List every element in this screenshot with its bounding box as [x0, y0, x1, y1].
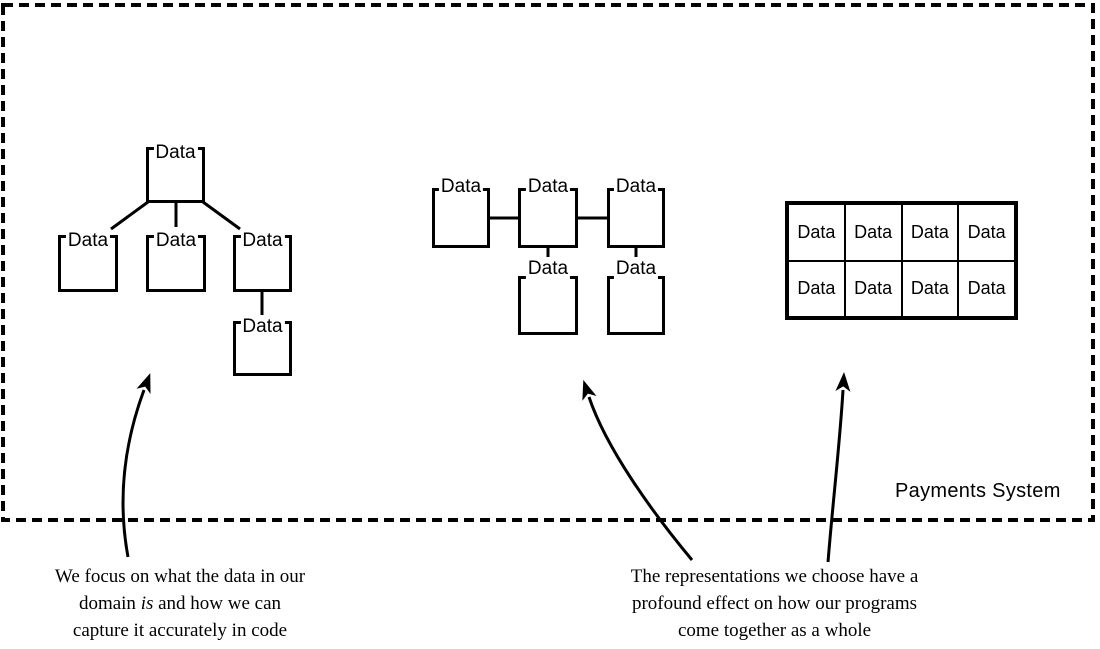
linked-node-label: Data	[613, 176, 659, 198]
linked-node-1: Data	[432, 176, 490, 248]
linked-node-label: Data	[438, 176, 484, 198]
annotation-arrows	[121, 372, 851, 563]
tree-node-label: Data	[240, 230, 285, 252]
tree-node-label: Data	[65, 230, 111, 252]
annotation-line: come together as a whole	[677, 620, 872, 641]
tree-node-label: Data	[153, 230, 199, 252]
linked-connector-lines	[490, 216, 638, 257]
table-cell: Data	[901, 260, 959, 317]
tree-node-root: Data	[146, 142, 205, 203]
table-cell: Data	[788, 260, 845, 317]
tree-node-child-3: Data	[233, 230, 292, 292]
annotation-line: The representations we choose have a	[630, 566, 919, 587]
array-table: Data Data Data Data Data Data Data Data	[785, 201, 1018, 320]
linked-node-label: Data	[525, 258, 571, 280]
table-cell: Data	[958, 204, 1015, 261]
linked-node-4: Data	[518, 258, 578, 335]
annotation-line: capture it accurately in code	[72, 620, 288, 641]
table-cell: Data	[788, 204, 845, 261]
tree-node-child-2: Data	[146, 230, 206, 292]
annotation-left: We focus on what the data in our domain …	[25, 563, 335, 644]
linked-node-label: Data	[525, 176, 571, 198]
tree-node-label: Data	[153, 142, 198, 164]
table-cell: Data	[844, 260, 902, 317]
table-cell: Data	[901, 204, 959, 261]
annotation-line: domain is and how we can	[78, 593, 282, 614]
arrow-right-annotation-to-table	[826, 372, 851, 563]
arrow-right-annotation-to-linked	[582, 379, 694, 561]
tree-connector-lines	[110, 200, 264, 315]
linked-node-2: Data	[518, 176, 578, 248]
annotation-right: The representations we choose have a pro…	[602, 563, 947, 644]
linked-node-3: Data	[607, 176, 665, 248]
linked-node-5: Data	[607, 258, 665, 335]
table-cell: Data	[844, 204, 902, 261]
annotation-line: We focus on what the data in our	[54, 566, 306, 587]
tree-node-grandchild: Data	[233, 316, 292, 376]
tree-node-child-1: Data	[58, 230, 118, 292]
table-cell: Data	[958, 260, 1015, 317]
system-boundary-box	[1, 3, 1095, 522]
system-boundary-label: Payments System	[895, 480, 1061, 502]
linked-node-label: Data	[613, 258, 659, 280]
arrow-left-annotation	[121, 373, 151, 558]
annotation-line: profound effect on how our programs	[631, 593, 918, 614]
tree-node-label: Data	[240, 316, 285, 338]
